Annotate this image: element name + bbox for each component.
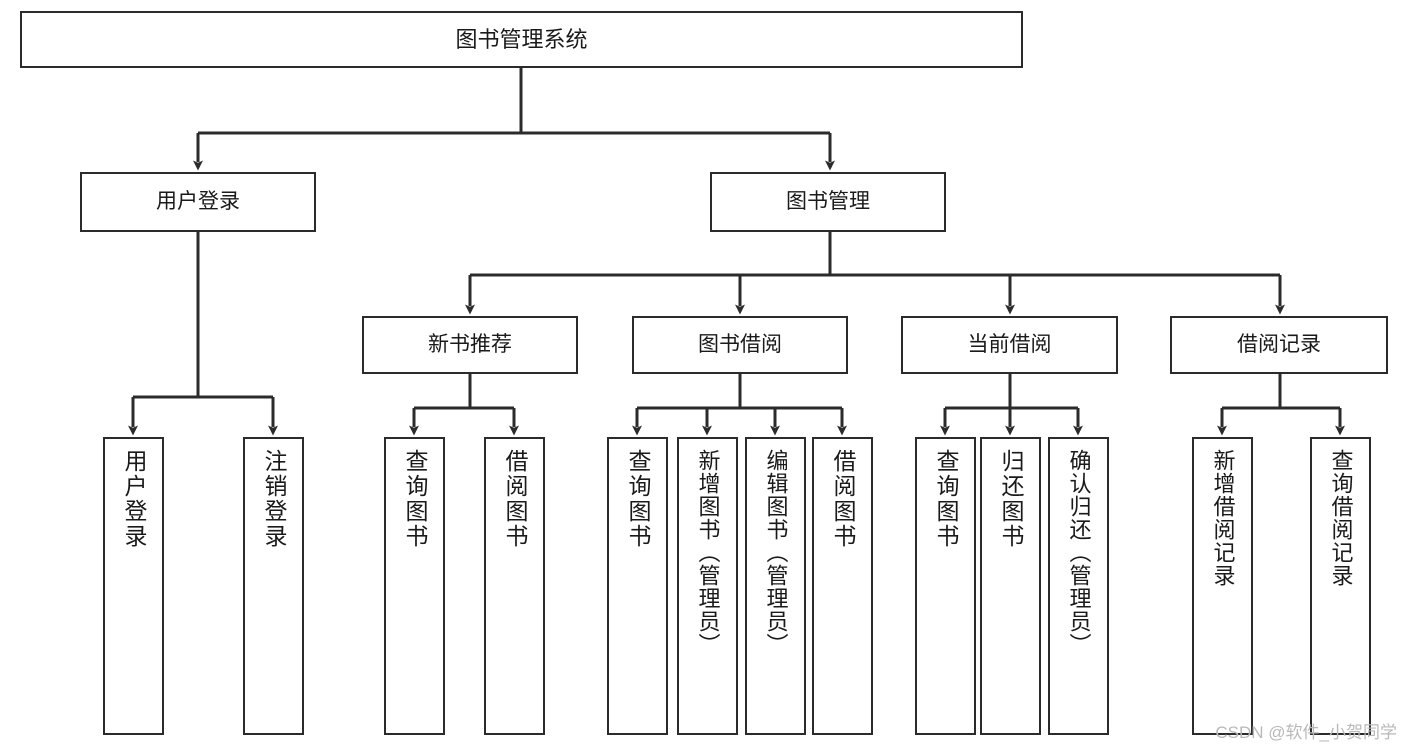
node-user-login[interactable]: 用户登录 xyxy=(80,172,316,232)
node-label: 用户登录 xyxy=(121,449,147,549)
node-label: 新书推荐 xyxy=(428,332,512,356)
leaf-user-login[interactable]: 用户登录 xyxy=(103,437,164,735)
node-book-borrow[interactable]: 图书借阅 xyxy=(632,316,848,374)
node-label: 图书管理系统 xyxy=(455,26,588,52)
node-book-management[interactable]: 图书管理 xyxy=(710,172,946,232)
leaf-query-book-recommend[interactable]: 查询图书 xyxy=(384,437,445,735)
leaf-confirm-return-admin[interactable]: 确认归还（管理员） xyxy=(1048,437,1109,735)
node-label: 新增借阅记录 xyxy=(1210,449,1236,587)
node-label: 图书管理 xyxy=(786,189,870,213)
node-label: 借阅图书 xyxy=(830,449,856,549)
leaf-borrow-book-recommend[interactable]: 借阅图书 xyxy=(484,437,545,735)
node-label: 查询图书 xyxy=(933,449,959,549)
leaf-add-borrow-record[interactable]: 新增借阅记录 xyxy=(1192,437,1253,735)
node-label: 查询图书 xyxy=(402,449,428,549)
leaf-return-book[interactable]: 归还图书 xyxy=(980,437,1041,735)
node-label: 查询借阅记录 xyxy=(1328,449,1354,587)
node-new-book-recommend[interactable]: 新书推荐 xyxy=(362,316,578,374)
leaf-edit-book-admin[interactable]: 编辑图书（管理员） xyxy=(745,437,806,735)
node-label: 用户登录 xyxy=(156,189,240,213)
leaf-query-book-current[interactable]: 查询图书 xyxy=(915,437,976,735)
node-label: 借阅记录 xyxy=(1237,332,1321,356)
node-label: 注销登录 xyxy=(261,449,287,549)
node-label: 归还图书 xyxy=(998,449,1024,549)
csdn-watermark: CSDN @软件_小贺同学 xyxy=(1215,723,1397,742)
node-label: 新增图书（管理员） xyxy=(695,449,721,656)
node-current-borrow[interactable]: 当前借阅 xyxy=(901,316,1118,374)
leaf-borrow-book[interactable]: 借阅图书 xyxy=(812,437,873,735)
leaf-logout-login[interactable]: 注销登录 xyxy=(243,437,304,735)
leaf-query-book-borrow[interactable]: 查询图书 xyxy=(607,437,668,735)
node-label: 确认归还（管理员） xyxy=(1066,449,1092,656)
node-label: 图书借阅 xyxy=(698,332,782,356)
node-root-book-management-system[interactable]: 图书管理系统 xyxy=(20,11,1023,68)
node-borrow-record[interactable]: 借阅记录 xyxy=(1170,316,1388,374)
node-label: 查询图书 xyxy=(625,449,651,549)
node-label: 借阅图书 xyxy=(502,449,528,549)
node-label: 编辑图书（管理员） xyxy=(763,449,789,656)
leaf-query-borrow-record[interactable]: 查询借阅记录 xyxy=(1310,437,1371,735)
leaf-add-book-admin[interactable]: 新增图书（管理员） xyxy=(677,437,738,735)
node-label: 当前借阅 xyxy=(967,332,1052,356)
